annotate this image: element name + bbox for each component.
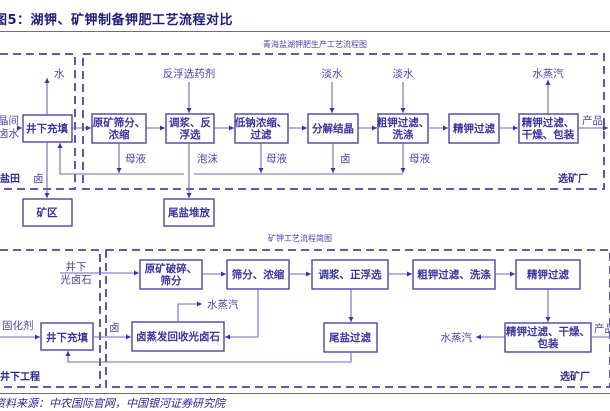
mine-box-crush-text-2: 筛分	[161, 274, 182, 287]
lake-input-label-1: 晶间	[0, 114, 19, 127]
mine-box-coarse	[412, 259, 496, 290]
title-rule	[0, 31, 610, 32]
lake-box-screen-text-2: 浓缩	[109, 128, 130, 141]
mine-solidifier-label: 固化剂	[2, 319, 34, 332]
mine-box-crush	[139, 259, 203, 290]
lake-fresh-water-label-1: 淡水	[322, 68, 343, 80]
mine-box-flotation-text: 调浆、正浮选	[319, 268, 382, 281]
lake-product-label: 产品	[582, 114, 603, 127]
lake-zone-saltfield	[0, 53, 76, 190]
lake-box-fine	[448, 113, 500, 144]
lake-zone-right-label: 选矿厂	[558, 172, 588, 185]
mine-brine-label: 卤	[109, 321, 120, 334]
mine-box-dry-pack-text-2: 包装	[538, 337, 559, 350]
lake-box-coarse-text-1: 粗钾过滤、	[377, 116, 430, 129]
lake-input-label-2: 卤水	[0, 127, 19, 140]
lake-recycle-line-left	[57, 143, 184, 175]
lake-box-coarse-text-2: 洗涤	[393, 128, 414, 141]
mine-ore-label-2: 光卤石	[60, 273, 92, 286]
lake-box-dry-pack-text-2: 干燥、包装	[522, 128, 575, 141]
lake-fresh-water-label-2: 淡水	[393, 68, 414, 80]
mine-zone-left-label: 井下工程	[0, 370, 40, 383]
mine-box-crush-text-1: 原矿破碎、	[145, 262, 198, 275]
mine-steam-label-2: 水蒸汽	[441, 331, 473, 344]
lake-box-fill-text: 井下充填	[26, 122, 68, 135]
source-rule	[0, 393, 610, 394]
mine-steam-label-1: 水蒸汽	[207, 298, 239, 311]
lake-reagent-label: 反浮选药剂	[163, 67, 216, 80]
lake-foam-label: 泡沫	[197, 152, 218, 165]
mine-zone-plant	[105, 249, 610, 388]
lake-mother-liquor-label-3: 母液	[409, 152, 430, 165]
mine-ore-label-1: 井下	[66, 260, 87, 273]
mine-box-tail-filter-text: 尾盐过滤	[329, 331, 371, 344]
lake-box-fine-text: 精钾过滤	[453, 122, 495, 135]
source-note: 资料来源：中农国际官网，中国银河证券研究院	[0, 397, 225, 410]
mine-zone-underground	[0, 249, 101, 388]
lake-box-tailings-text: 尾盐堆放	[168, 206, 210, 219]
mine-arrow-screen-evap	[225, 289, 259, 340]
lake-box-flotation	[165, 113, 215, 144]
lake-brine-label-2: 卤	[340, 152, 351, 165]
lake-steam-label: 水蒸汽	[532, 67, 564, 80]
mine-box-fine-text: 精钾过滤	[527, 268, 569, 281]
mine-box-fill-text: 井下充填	[46, 331, 88, 344]
lake-box-mine-text: 矿区	[37, 206, 58, 219]
lake-zone-plant	[82, 53, 605, 190]
mine-recycle-line	[65, 351, 352, 363]
figure-title: 图5：湖钾、矿钾制备钾肥工艺流程对比	[0, 13, 234, 28]
mine-box-coarse-text: 粗钾过滤、洗涤	[417, 268, 491, 281]
lake-box-lowna-text-2: 过滤	[251, 128, 272, 141]
lake-box-flotation-text-1: 调浆、反	[169, 116, 211, 129]
lake-subtitle: 青海盐湖钾肥生产工艺流程图	[263, 39, 367, 49]
lake-box-mine	[22, 198, 73, 227]
mine-box-tail-filter	[323, 322, 378, 353]
mine-box-flotation	[311, 259, 389, 290]
lake-box-coarse	[377, 113, 429, 144]
lake-brine-down-label: 卤	[33, 172, 44, 185]
mine-subtitle: 矿钾工艺流程简图	[268, 233, 332, 243]
lake-zone-left-label: 盐田	[0, 172, 20, 185]
mine-box-screen-text: 筛分、浓缩	[232, 268, 285, 281]
mine-product-label: 产品	[594, 322, 610, 335]
lake-box-flotation-text-2: 浮选	[180, 128, 201, 141]
mine-box-dry-pack-text-1: 精钾过滤、干燥、	[506, 325, 590, 338]
lake-box-decomp-text: 分解结晶	[312, 122, 354, 135]
mine-box-fill	[40, 322, 94, 351]
lake-box-dry-pack	[518, 113, 579, 144]
mine-box-evaporation-text: 卤蒸发回收光卤石	[136, 330, 220, 343]
lake-mother-liquor-label-1: 母液	[125, 152, 146, 165]
lake-water-label: 水	[54, 68, 65, 80]
lake-box-lowna-text-1: 低钠浓缩、	[234, 116, 288, 129]
lake-mother-liquor-label-2: 母液	[266, 152, 287, 165]
mine-steam-arrow-1	[177, 301, 202, 322]
mine-zone-right-label: 选矿厂	[560, 370, 590, 383]
lake-box-dry-pack-text-1: 精钾过滤、	[522, 116, 575, 129]
lake-box-screen-text-1: 原矿筛分、	[93, 116, 146, 129]
lake-box-tailings	[163, 198, 215, 227]
